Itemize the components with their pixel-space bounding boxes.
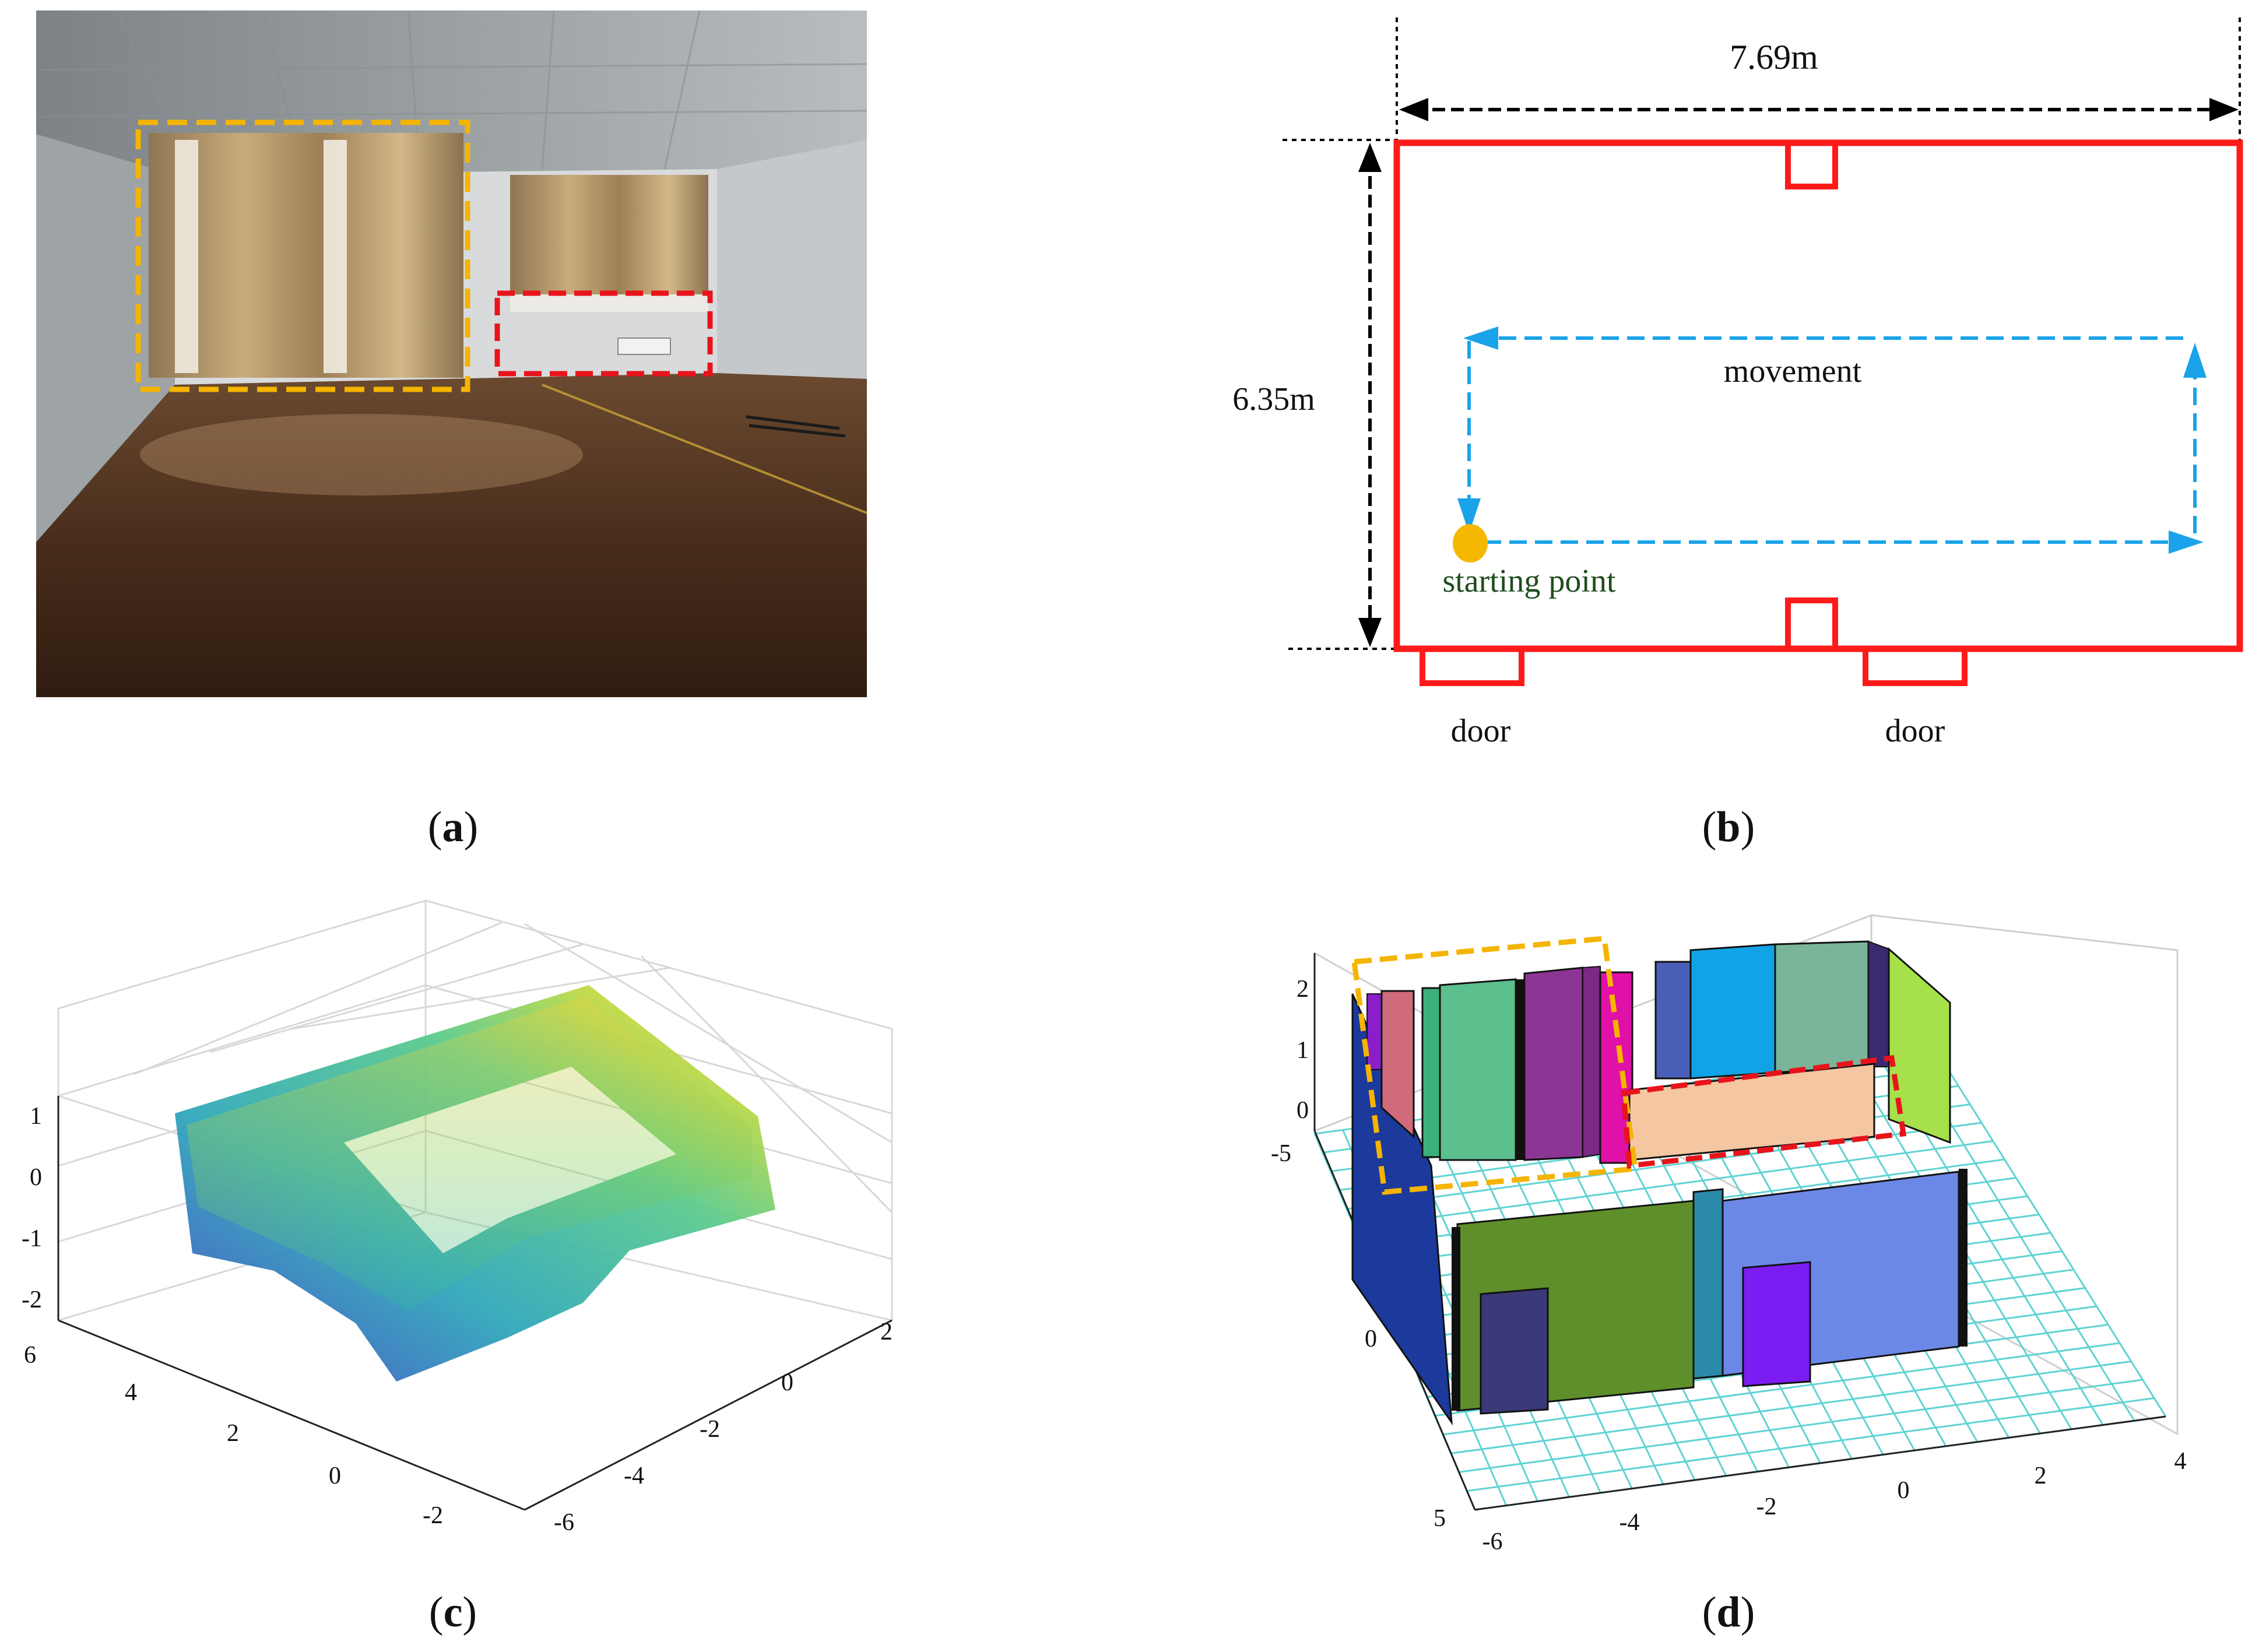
z-tick: 1	[30, 1103, 42, 1130]
wall-segment-purple	[1523, 966, 1584, 1161]
right-axis-tick: 2	[880, 1319, 893, 1345]
grid-line	[1354, 1140, 1993, 1229]
path-arrow-left-icon	[1463, 326, 1498, 350]
left-axis-tick: 0	[1365, 1326, 1377, 1352]
arrow-left-icon	[1399, 98, 1428, 121]
grid-line	[1467, 1397, 2155, 1492]
curtain-left	[149, 133, 463, 378]
arrow-down-icon	[1358, 618, 1382, 647]
left-axis-tick: 5	[1434, 1505, 1446, 1532]
z-tick: 1	[1297, 1037, 1309, 1064]
height-label: 6.35m	[1232, 381, 1315, 417]
wall-right	[1888, 947, 1951, 1144]
right-axis-tick: -4	[624, 1463, 644, 1489]
grid-line	[1346, 1122, 1982, 1210]
yellow-highlight-box	[135, 119, 470, 392]
left-axis-tick: 0	[329, 1463, 341, 1489]
left-axis-tick: 4	[125, 1379, 137, 1406]
starting-point-marker	[1453, 524, 1488, 563]
bottom-axis-tick: 2	[2035, 1463, 2047, 1489]
door-right-label: door	[1885, 713, 1945, 749]
arrow-right-icon	[2209, 98, 2239, 121]
red-highlight-box	[494, 290, 713, 377]
wall-notch-bottom	[1785, 597, 1838, 649]
z-tick: -2	[22, 1287, 42, 1313]
caption-a: (a)	[428, 803, 478, 851]
door-right-3d	[1742, 1261, 1811, 1387]
wall-notch-top	[1785, 143, 1838, 189]
bottom-axis-tick: -6	[1482, 1528, 1503, 1555]
door-left	[1420, 649, 1524, 686]
movement-path	[1467, 336, 2197, 544]
starting-point-label: starting point	[1442, 563, 1616, 599]
door-left-3d	[1480, 1287, 1549, 1415]
path-arrow-down-icon	[1457, 498, 1481, 533]
door-left-label: door	[1451, 713, 1511, 749]
grid-line	[1450, 1361, 2131, 1454]
caption-c: (c)	[429, 1588, 477, 1636]
yellow-highlight-box-3d	[1351, 936, 1639, 1195]
path-arrow-up-icon	[2183, 343, 2207, 378]
grid-line	[1459, 1379, 2143, 1473]
panel-c-pointcloud: 1 0 -1 -2 6 4 2 0 -2 2 0 -2 -4 -6	[22, 899, 893, 1536]
right-axis-tick: -6	[554, 1509, 574, 1536]
caption-b: (b)	[1702, 803, 1755, 851]
red-highlight-box-3d	[1621, 1055, 1907, 1169]
radiator	[617, 338, 671, 355]
wall-segment-blue	[1689, 943, 1776, 1080]
left-axis-tick: -2	[423, 1502, 443, 1529]
right-axis-tick: -2	[700, 1416, 720, 1443]
left-axis-tick: -5	[1271, 1140, 1291, 1167]
bottom-axis-tick: -2	[1756, 1493, 1777, 1520]
bottom-axis-tick: -4	[1619, 1509, 1640, 1536]
z-tick: 2	[1297, 976, 1309, 1003]
arrow-up-icon	[1358, 143, 1382, 172]
z-tick: -1	[22, 1225, 42, 1252]
z-tick: 0	[1297, 1097, 1309, 1124]
right-axis-tick: 0	[781, 1369, 793, 1396]
left-axis-tick: 6	[24, 1342, 36, 1369]
bottom-axis-tick: 4	[2174, 1448, 2187, 1475]
grid-line	[1442, 1342, 2120, 1436]
movement-label: movement	[1724, 353, 1862, 389]
caption-d: (d)	[1702, 1588, 1755, 1636]
path-arrow-right-icon	[2169, 530, 2204, 554]
door-right	[1863, 649, 1968, 686]
z-tick: 0	[30, 1164, 42, 1191]
curtain-right	[510, 175, 708, 294]
room-outline	[1393, 139, 2243, 652]
panel-d-reconstruction: 2 1 0 -5 0 5 -6 -4 -2 0 2 4	[1271, 914, 2187, 1555]
left-axis-tick: 2	[227, 1420, 239, 1447]
bottom-axis-tick: 0	[1898, 1477, 1910, 1504]
panel-b-floorplan: 7.69m 6.35m door door movement starting …	[1232, 17, 2243, 749]
panel-a-photo	[36, 10, 867, 697]
wall-segment-green	[1439, 978, 1517, 1161]
width-label: 7.69m	[1730, 38, 1818, 76]
